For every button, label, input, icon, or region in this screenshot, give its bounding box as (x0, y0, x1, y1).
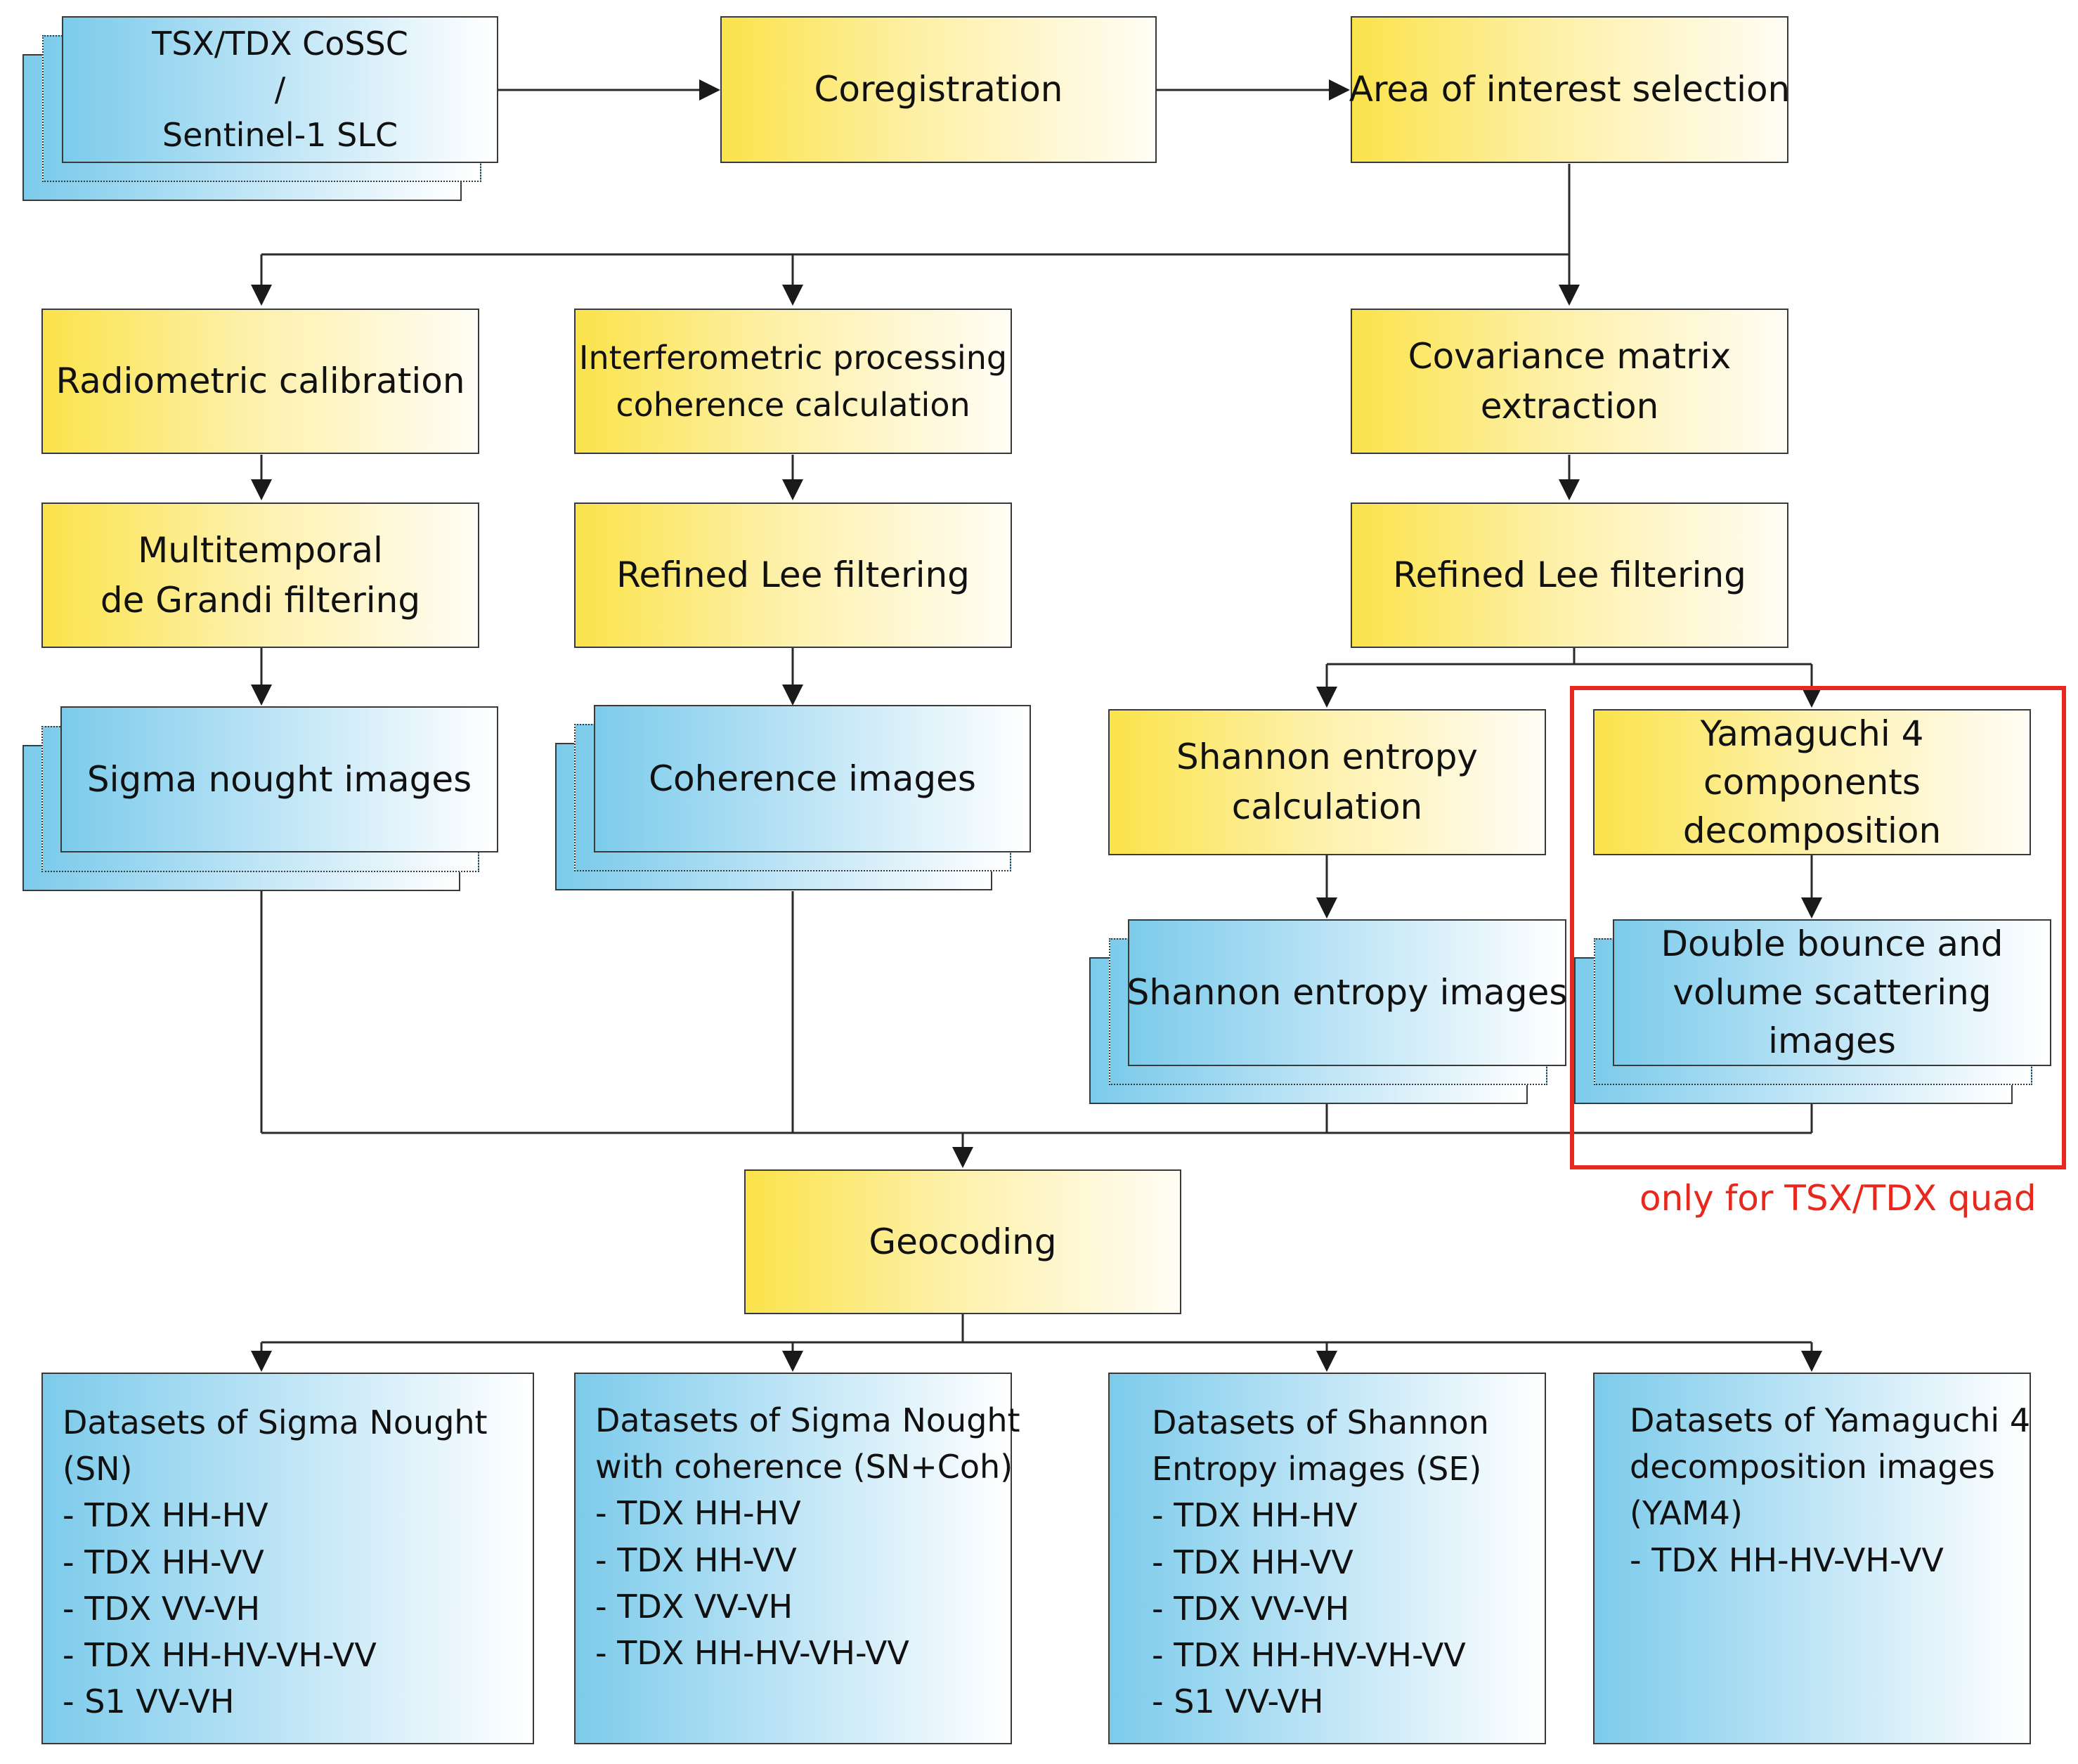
sigma-nought-images-box: Sigma nought images (60, 706, 498, 852)
shannon-entropy-calculation-box: Shannon entropy calculation (1108, 709, 1546, 855)
yamaguchi-decomposition-box: Yamaguchi 4 components decomposition (1593, 709, 2031, 855)
coherence-images-label: Coherence images (649, 758, 976, 799)
refined-lee-filtering-coherence-box: Refined Lee filtering (574, 502, 1012, 648)
dataset-line: (SN) (63, 1450, 133, 1489)
input-line-1: TSX/TDX CoSSC (152, 24, 408, 63)
dataset-line: Datasets of Sigma Nought (595, 1401, 1020, 1439)
dataset-line: - TDX HH-VV (1152, 1543, 1353, 1581)
shannon-calc-line-2: calculation (1231, 786, 1423, 827)
double-bounce-line-3: images (1768, 1020, 1896, 1061)
datasets-yam4-box: Datasets of Yamaguchi 4 decomposition im… (1593, 1373, 2031, 1744)
radiometric-calibration-box: Radiometric calibration (41, 309, 479, 454)
covariance-matrix-box: Covariance matrix extraction (1351, 309, 1788, 454)
input-data-box: TSX/TDX CoSSC / Sentinel-1 SLC (62, 16, 498, 163)
dataset-line: - TDX HH-HV (595, 1494, 801, 1533)
dataset-line: - TDX HH-HV-VH-VV (595, 1634, 909, 1673)
dataset-line: - S1 VV-VH (63, 1682, 235, 1721)
multitemporal-line-1: Multitemporal (138, 529, 383, 571)
aoi-selection-box: Area of interest selection (1349, 16, 1791, 163)
geocoding-label: Geocoding (869, 1221, 1057, 1262)
covariance-line-2: extraction (1480, 385, 1659, 427)
covariance-line-1: Covariance matrix (1408, 335, 1732, 377)
dataset-line: - TDX HH-HV-VH-VV (1630, 1541, 1944, 1579)
dataset-line: - TDX VV-VH (63, 1589, 261, 1628)
dataset-line: - TDX HH-HV-VH-VV (63, 1636, 377, 1675)
dataset-line: decomposition images (1630, 1448, 1995, 1486)
dataset-line: - TDX HH-HV (1152, 1496, 1358, 1535)
coherence-images-box: Coherence images (594, 705, 1031, 852)
dataset-line: - S1 VV-VH (1152, 1682, 1324, 1721)
multitemporal-line-2: de Grandi filtering (100, 579, 421, 621)
datasets-se-box: Datasets of Shannon Entropy images (SE) … (1108, 1373, 1546, 1744)
dataset-line: - TDX HH-HV (63, 1496, 268, 1535)
refined-lee-2-label: Refined Lee filtering (1393, 555, 1746, 595)
shannon-entropy-images-box: Shannon entropy images (1126, 919, 1568, 1066)
datasets-sn-box: Datasets of Sigma Nought (SN) - TDX HH-H… (41, 1373, 534, 1744)
dataset-line: Datasets of Shannon (1152, 1403, 1489, 1441)
coregistration-label: Coregistration (814, 69, 1063, 110)
refined-lee-1-label: Refined Lee filtering (616, 555, 970, 595)
dataset-line: - TDX HH-VV (63, 1543, 264, 1581)
interferometric-line-2: coherence calculation (616, 385, 970, 424)
dataset-line: Datasets of Sigma Nought (63, 1403, 488, 1441)
datasets-sn-coh-box: Datasets of Sigma Nought with coherence … (574, 1373, 1020, 1744)
shannon-calc-line-1: Shannon entropy (1176, 737, 1479, 777)
shannon-images-label: Shannon entropy images (1126, 972, 1568, 1013)
interferometric-processing-box: Interferometric processing coherence cal… (574, 309, 1012, 454)
sigma-nought-images-label: Sigma nought images (86, 758, 472, 800)
input-line-3: Sentinel-1 SLC (162, 116, 398, 155)
aoi-selection-label: Area of interest selection (1349, 69, 1791, 110)
double-bounce-line-1: Double bounce and (1661, 923, 2004, 964)
multitemporal-filtering-box: Multitemporal de Grandi filtering (41, 502, 479, 648)
geocoding-box: Geocoding (744, 1169, 1181, 1314)
refined-lee-filtering-polarimetric-box: Refined Lee filtering (1351, 502, 1788, 648)
dataset-line: - TDX VV-VH (1152, 1589, 1350, 1628)
coregistration-box: Coregistration (720, 16, 1157, 163)
dataset-line: - TDX HH-VV (595, 1541, 797, 1579)
interferometric-line-1: Interferometric processing (578, 338, 1008, 377)
quad-pol-note: only for TSX/TDX quad (1639, 1178, 2037, 1219)
quad-pol-highlight-frame (1570, 686, 2066, 1169)
radiometric-calibration-label: Radiometric calibration (56, 361, 465, 401)
dataset-line: (YAM4) (1630, 1494, 1743, 1533)
dataset-line: with coherence (SN+Coh) (595, 1448, 1013, 1486)
double-bounce-volume-box: Double bounce and volume scattering imag… (1613, 919, 2051, 1066)
yamaguchi-line-3: decomposition (1682, 810, 1942, 851)
yamaguchi-line-1: Yamaguchi 4 (1700, 713, 1924, 754)
dataset-line: - TDX VV-VH (595, 1587, 793, 1626)
dataset-line: Datasets of Yamaguchi 4 (1630, 1401, 2031, 1439)
yamaguchi-line-2: components (1703, 761, 1921, 803)
input-line-2: / (274, 70, 286, 108)
dataset-line: - TDX HH-HV-VH-VV (1152, 1636, 1466, 1675)
double-bounce-line-2: volume scattering (1673, 972, 1992, 1013)
dataset-line: Entropy images (SE) (1152, 1450, 1482, 1489)
